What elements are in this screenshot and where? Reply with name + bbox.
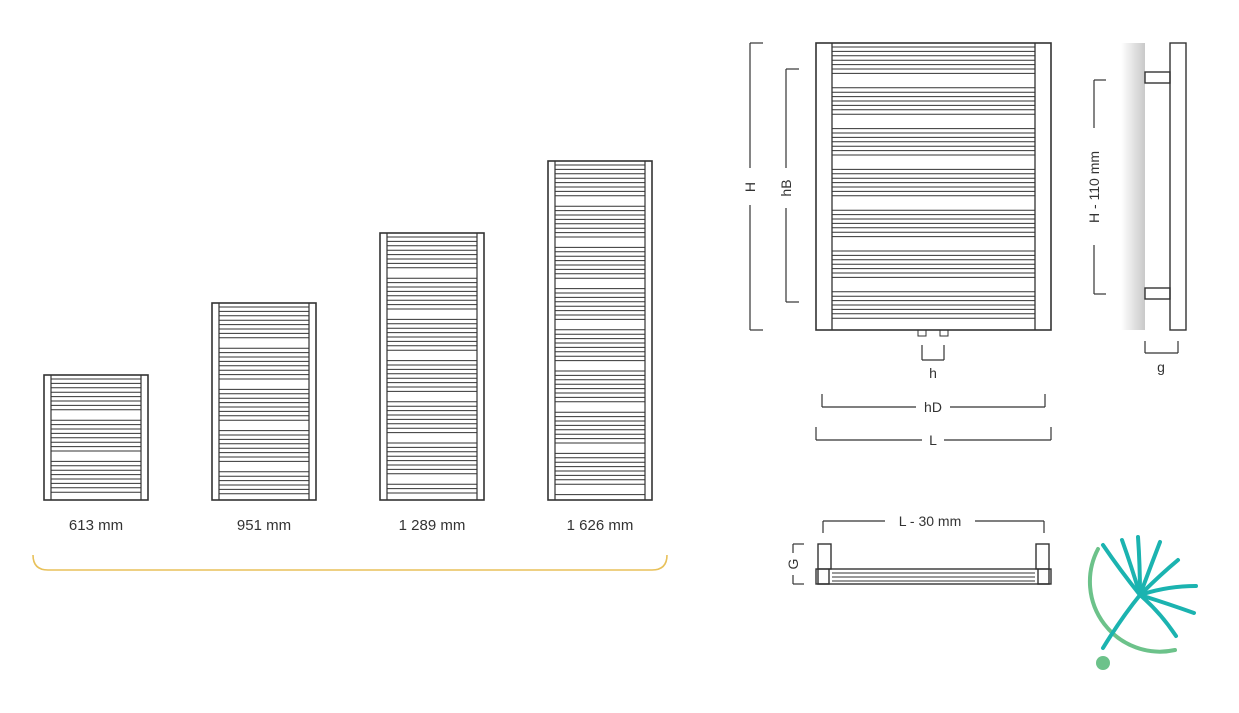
dim-L-minus-label: L - 30 mm [899,513,962,529]
dim-L [815,427,1052,441]
dim-h [921,345,945,361]
range-bracket [32,554,668,571]
top-view [815,543,1052,585]
dim-L-label: L [929,432,937,448]
dim-g-label: g [1157,359,1165,375]
size-label-2: 951 mm [237,517,291,534]
wall [1121,43,1145,330]
size-label-3: 1 289 mm [399,517,466,534]
dim-hD-label: hD [924,399,942,415]
radiator-951 [211,302,317,501]
front-view [815,42,1052,337]
dim-hD [821,394,1046,408]
dim-h-label: h [929,365,937,381]
dim-H [749,42,763,331]
side-view [1144,42,1187,331]
radiator-1289 [379,232,485,501]
dim-hB-label: hB [778,179,794,196]
dim-H-label: H [742,182,758,192]
radiator-1626 [547,160,653,501]
dim-G [792,543,804,585]
dim-H-minus-label: H - 110 mm [1086,151,1102,223]
dim-g [1144,341,1179,354]
dim-hB [785,68,799,303]
dim-L-minus [822,520,1045,533]
size-label-1: 613 mm [69,517,123,534]
radiator-613 [43,374,149,501]
dim-G-label: G [785,559,801,570]
size-label-4: 1 626 mm [567,517,634,534]
logo-icon [1087,535,1198,670]
dim-H-minus [1093,79,1106,295]
